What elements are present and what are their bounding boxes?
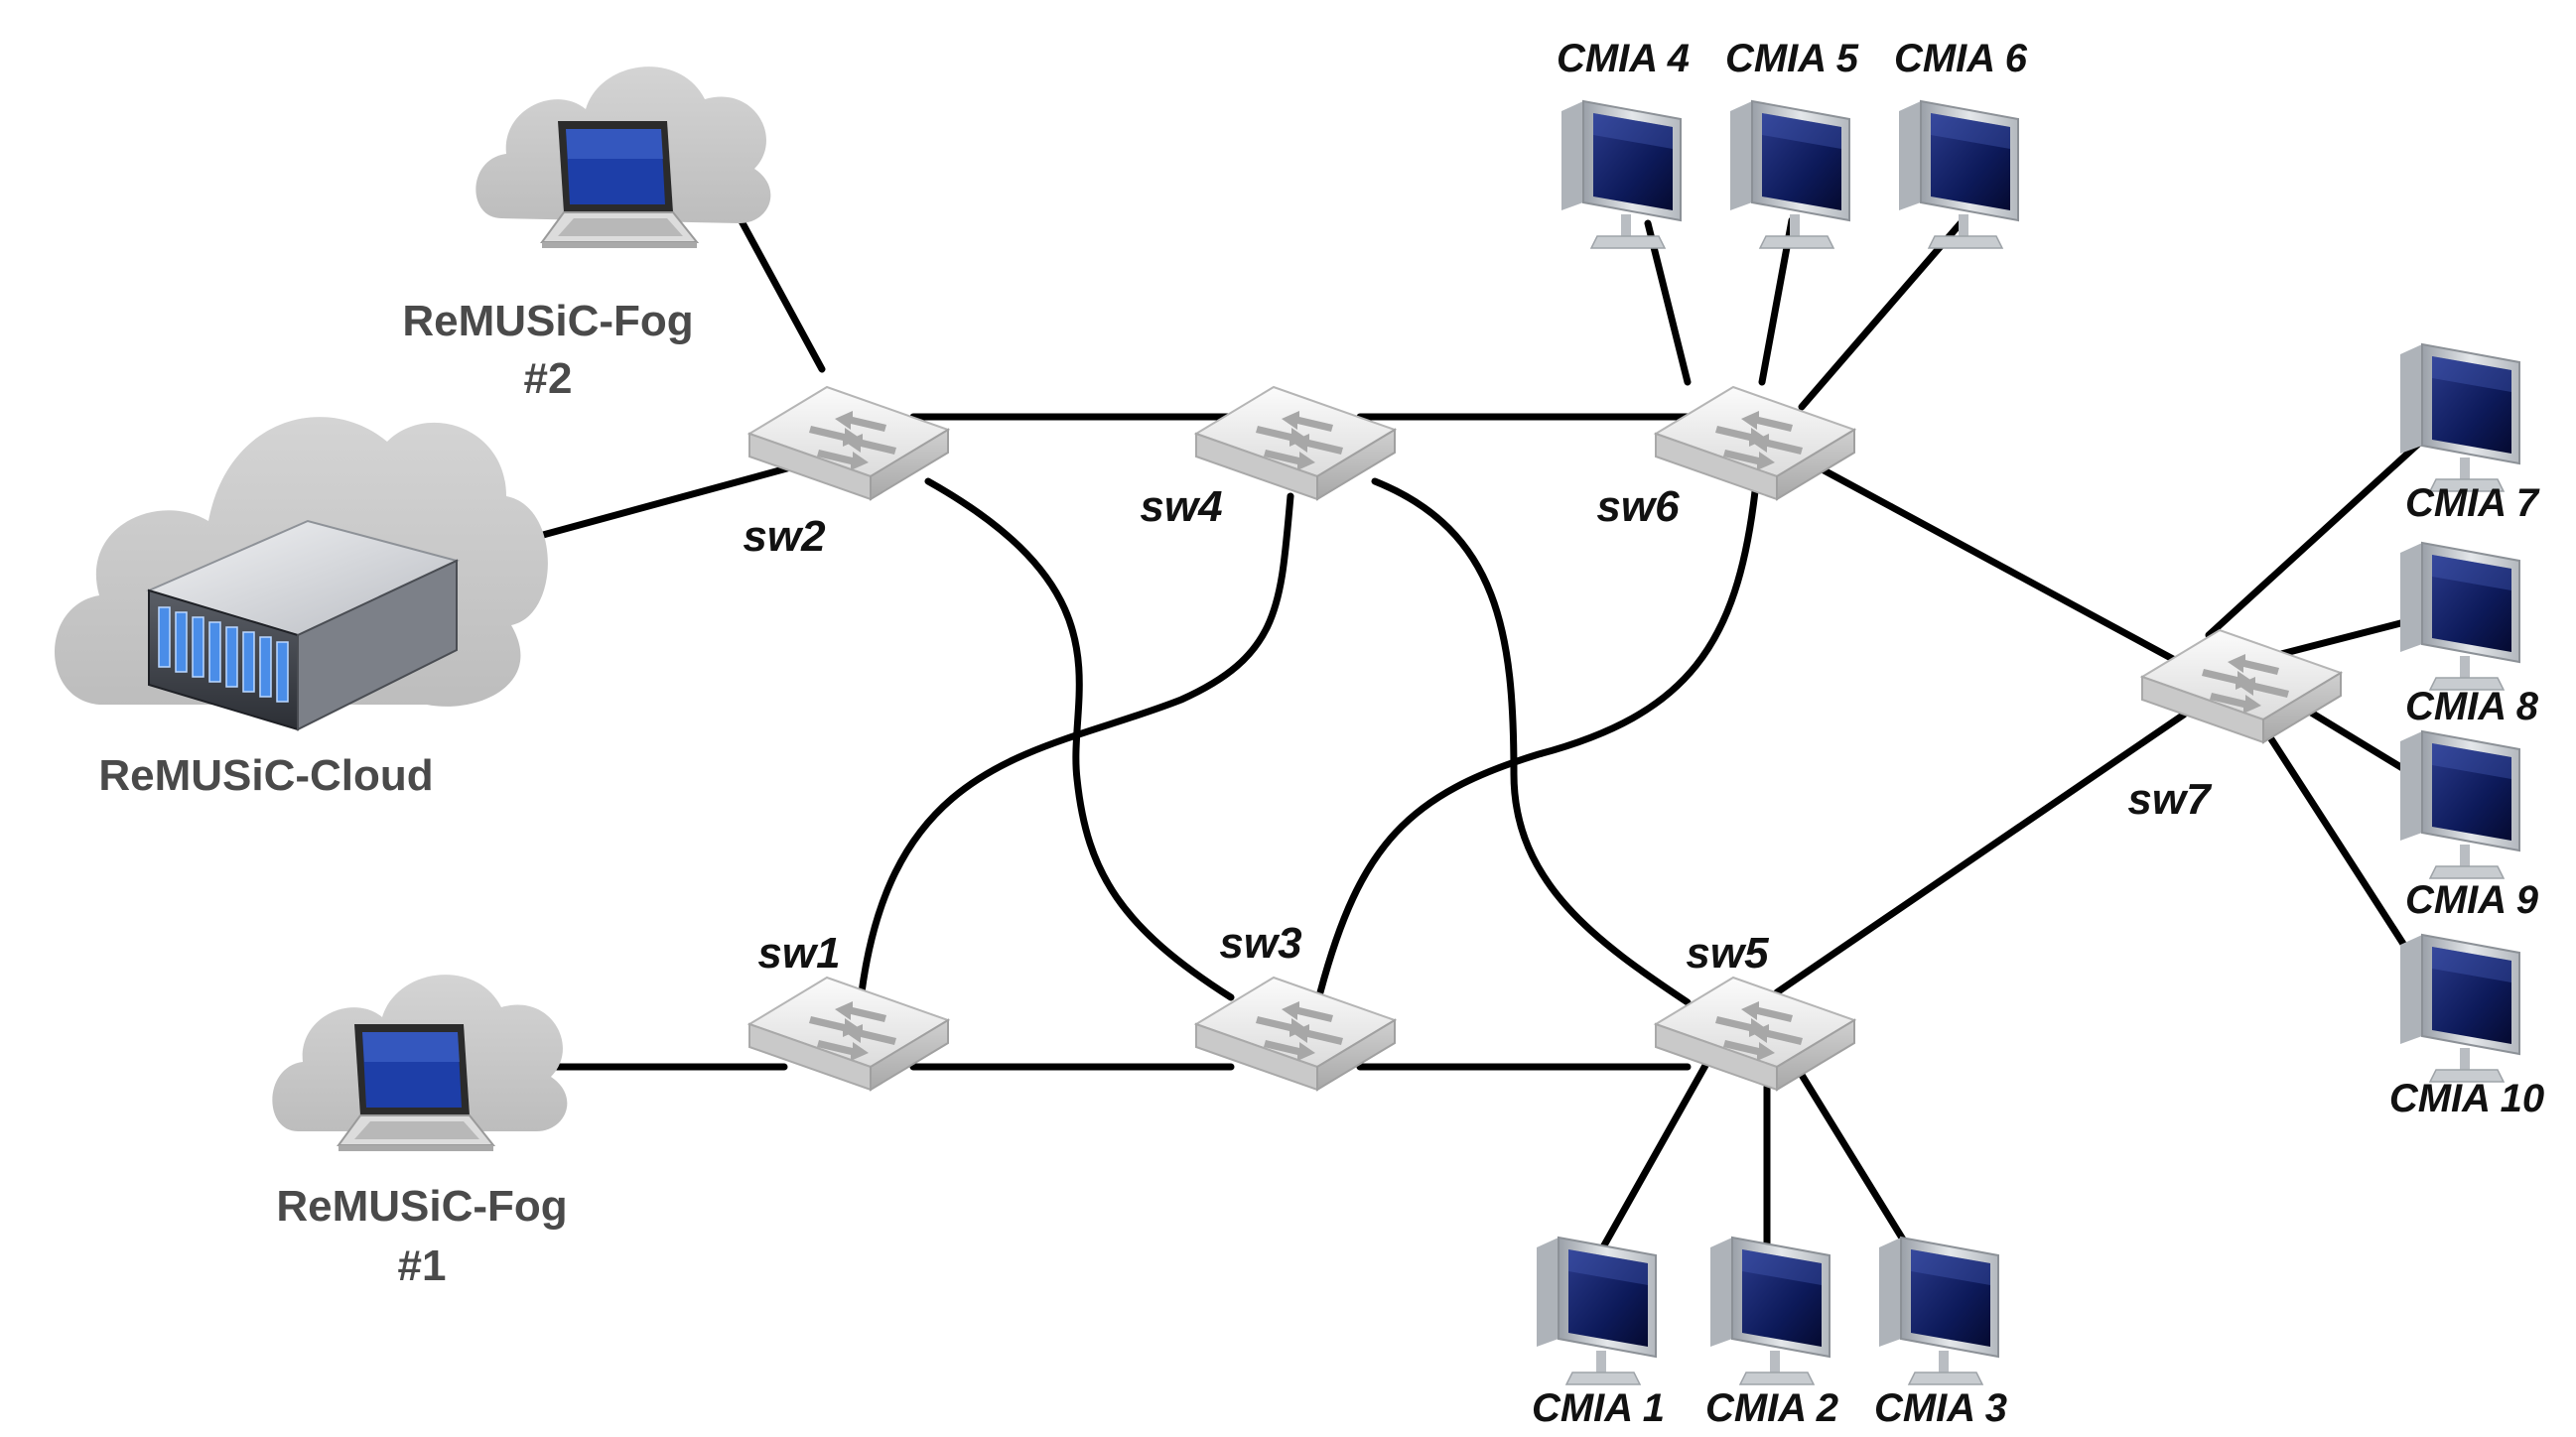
link-sw7-cmia10 (2264, 730, 2416, 962)
fog1-label-line1: ReMUSiC-Fog (276, 1182, 567, 1231)
terminal-label-cmia4: CMIA 4 (1557, 37, 1690, 80)
desktop-monitor-icon (1560, 100, 1682, 249)
switch-sw1: sw1 (748, 929, 949, 1091)
link-sw7-cmia9 (2294, 701, 2416, 778)
fog2-label-line2: #2 (524, 354, 573, 403)
link-sw6-cmia6 (1798, 219, 1965, 411)
link-sw5-cmia3 (1793, 1063, 1915, 1256)
desktop-monitor-icon (2399, 542, 2520, 691)
switch-label-sw5: sw5 (1686, 929, 1769, 978)
terminals-layer: CMIA 1 CMIA 2 CMIA 3 CMIA 4 CMIA 5 CMIA 6 CMIA… (1532, 37, 2544, 1430)
network-switch-icon (1195, 386, 1396, 500)
terminal-label-cmia10: CMIA 10 (2389, 1077, 2544, 1120)
cloud-node: ReMUSiC-Cloud (55, 417, 548, 800)
rack-server-icon (146, 519, 460, 731)
desktop-monitor-icon (2399, 730, 2520, 879)
terminal-cmia4: CMIA 4 (1557, 37, 1690, 249)
terminal-label-cmia8: CMIA 8 (2405, 685, 2539, 728)
terminal-cmia1: CMIA 1 (1532, 1237, 1665, 1430)
terminal-cmia5: CMIA 5 (1725, 37, 1859, 249)
link-fog2-sw2 (731, 204, 826, 373)
network-links (517, 204, 2441, 1256)
fog1-node: ReMUSiC-Fog #1 (272, 975, 568, 1290)
terminal-label-cmia9: CMIA 9 (2405, 878, 2539, 922)
terminal-cmia7: CMIA 7 (2399, 343, 2540, 525)
terminal-label-cmia7: CMIA 7 (2405, 481, 2540, 525)
desktop-monitor-icon (1709, 1237, 1830, 1385)
switch-sw3: sw3 (1195, 919, 1396, 1091)
switches-layer: sw1 sw2 sw3 sw4 sw5 sw6 sw7 (743, 386, 2342, 1091)
switch-label-sw1: sw1 (757, 929, 840, 978)
network-switch-icon (748, 977, 949, 1091)
desktop-monitor-icon (1898, 100, 2019, 249)
switch-sw4: sw4 (1140, 386, 1396, 531)
link-sw4-sw5 (1371, 477, 1692, 1006)
terminal-cmia8: CMIA 8 (2399, 542, 2539, 728)
terminal-cmia3: CMIA 3 (1874, 1237, 2007, 1430)
terminal-cmia2: CMIA 2 (1705, 1237, 1838, 1430)
network-switch-icon (748, 386, 949, 500)
desktop-monitor-icon (1536, 1237, 1657, 1385)
switch-label-sw6: sw6 (1596, 482, 1680, 531)
link-sw5-cmia1 (1596, 1058, 1711, 1256)
fog1-label-line2: #1 (398, 1241, 447, 1290)
desktop-monitor-icon (1878, 1237, 1999, 1385)
terminal-label-cmia1: CMIA 1 (1532, 1386, 1665, 1430)
switch-label-sw2: sw2 (743, 512, 826, 561)
terminal-label-cmia2: CMIA 2 (1705, 1386, 1838, 1430)
link-sw6-sw7 (1813, 462, 2188, 669)
desktop-monitor-icon (2399, 934, 2520, 1083)
link-cloud-sw2 (517, 462, 798, 545)
link-sw4-sw1 (858, 492, 1294, 996)
switch-sw5: sw5 (1655, 929, 1855, 1091)
network-switch-icon (1655, 977, 1855, 1091)
cloud-label: ReMUSiC-Cloud (98, 751, 433, 800)
switch-label-sw4: sw4 (1140, 482, 1222, 531)
link-sw2-sw3 (924, 477, 1235, 1001)
link-sw7-cmia7 (2205, 423, 2441, 639)
terminal-cmia10: CMIA 10 (2389, 934, 2544, 1120)
switch-label-sw7: sw7 (2127, 775, 2213, 824)
switch-sw2: sw2 (743, 386, 949, 561)
switch-label-sw3: sw3 (1219, 919, 1301, 968)
switch-sw7: sw7 (2127, 629, 2342, 824)
terminal-label-cmia6: CMIA 6 (1894, 37, 2028, 80)
link-sw6-sw3 (1316, 487, 1759, 996)
switch-sw6: sw6 (1596, 386, 1855, 531)
fog2-node: ReMUSiC-Fog #2 (402, 66, 771, 403)
desktop-monitor-icon (1729, 100, 1850, 249)
terminal-cmia6: CMIA 6 (1894, 37, 2028, 249)
nodes-layer: ReMUSiC-Fog #2 ReMUSiC- (55, 66, 771, 1290)
link-sw5-sw7 (1773, 711, 2188, 996)
network-switch-icon (1655, 386, 1855, 500)
desktop-monitor-icon (2399, 343, 2520, 492)
terminal-label-cmia5: CMIA 5 (1725, 37, 1859, 80)
terminal-label-cmia3: CMIA 3 (1874, 1386, 2007, 1430)
fog2-label-line1: ReMUSiC-Fog (402, 297, 693, 345)
link-sw6-cmia4 (1644, 219, 1692, 386)
terminal-cmia9: CMIA 9 (2399, 730, 2539, 922)
